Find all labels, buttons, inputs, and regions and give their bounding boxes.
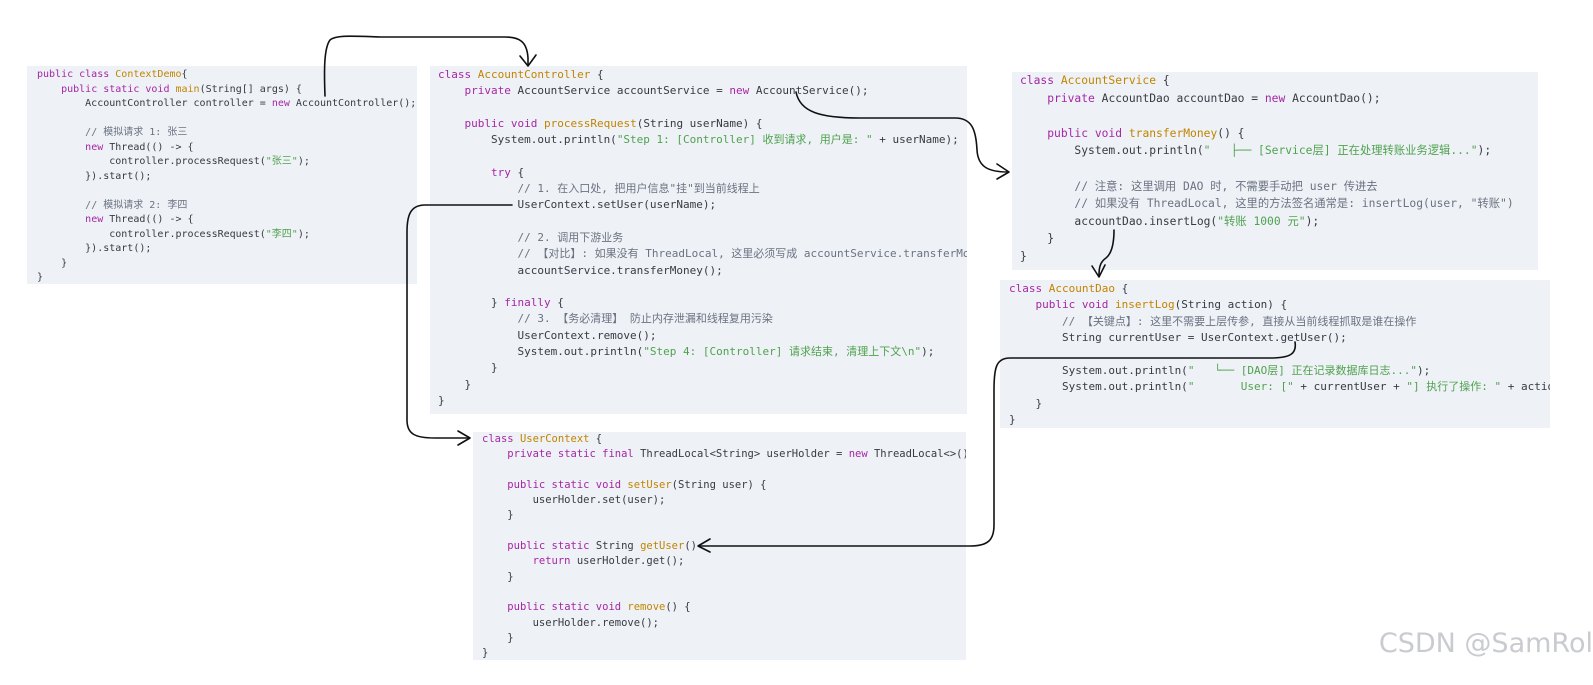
user-context-code: class UserContext { private static final…	[473, 432, 966, 660]
code-line: }	[482, 570, 514, 583]
code-line	[1009, 347, 1550, 363]
code-line	[482, 524, 966, 539]
code-line: return userHolder.get();	[532, 555, 685, 568]
code-line: new Thread(() -> {	[85, 141, 194, 153]
code-line: public void processRequest(String userNa…	[464, 116, 763, 130]
arrowhead-controller-to-service	[996, 163, 1010, 180]
arrowhead-setuser-to-usercontext	[457, 430, 471, 446]
code-line: try {	[490, 165, 525, 179]
code-line	[438, 279, 967, 295]
code-line: // 注意: 这里调用 DAO 时, 不需要手动把 user 传进去	[1074, 179, 1378, 193]
code-line: }).start();	[37, 170, 152, 182]
account-service-code: class AccountService { private AccountDa…	[1012, 72, 1538, 266]
code-line: // 2. 调用下游业务	[517, 230, 624, 244]
code-line: } finally {	[438, 296, 564, 310]
code-line	[1020, 160, 1538, 178]
code-line: String currentUser = UserContext.getUser…	[1009, 331, 1347, 345]
code-line: }	[438, 393, 445, 407]
account-dao-code: class AccountDao { public void insertLog…	[1000, 280, 1550, 428]
code-line: System.out.println(" User: [" + currentU…	[1009, 380, 1550, 394]
code-line: public static void remove() {	[507, 601, 691, 614]
code-line: // 模拟请求 2: 李四	[85, 199, 188, 211]
code-line: // 【对比】: 如果没有 ThreadLocal, 这里必须写成 accoun…	[517, 247, 967, 261]
code-line	[438, 148, 967, 164]
code-line: }	[438, 361, 498, 375]
code-line: accountDao.insertLog("转账 1000 元");	[1020, 214, 1320, 228]
code-line: public void transferMoney() {	[1047, 126, 1245, 140]
code-line: System.out.println("Step 4: [Controller]…	[438, 345, 935, 359]
code-line: private AccountDao accountDao = new Acco…	[1047, 91, 1381, 105]
code-line: accountService.transferMoney();	[438, 263, 723, 277]
code-line: private static final ThreadLocal<String>…	[507, 448, 966, 461]
code-line: // 如果没有 ThreadLocal, 这里的方法签名通常是: insertL…	[1074, 197, 1514, 211]
code-line	[482, 463, 966, 478]
context-demo-code-panel: public class ContextDemo{ public static …	[27, 66, 417, 284]
code-line: }	[1009, 396, 1043, 410]
code-line	[482, 585, 966, 600]
user-context-code-panel: class UserContext { private static final…	[473, 432, 966, 660]
code-line: // 【关键点】: 这里不需要上层传参, 直接从当前线程抓取是谁在操作	[1061, 314, 1417, 328]
account-controller-code: class AccountController { private Accoun…	[430, 66, 967, 409]
code-line: userHolder.set(user);	[482, 494, 666, 507]
context-demo-code: public class ContextDemo{ public static …	[27, 66, 417, 284]
code-line: AccountController controller = new Accou…	[37, 98, 417, 109]
code-line: // 1. 在入口处, 把用户信息"挂"到当前线程上	[517, 182, 760, 196]
code-line: controller.processRequest("李四");	[37, 228, 310, 240]
code-line: }	[37, 257, 68, 269]
code-line	[438, 214, 967, 230]
account-service-code-panel: class AccountService { private AccountDa…	[1012, 72, 1538, 270]
code-line: System.out.println(" └── [DAO层] 正在记录数据库日…	[1009, 364, 1431, 378]
code-line: }	[482, 509, 514, 522]
code-line: }	[37, 272, 44, 283]
code-line: }	[1009, 413, 1016, 427]
code-line: new Thread(() -> {	[85, 214, 194, 225]
code-line: }	[1020, 232, 1055, 246]
code-line: }	[438, 377, 472, 391]
account-dao-code-panel: class AccountDao { public void insertLog…	[1000, 280, 1550, 428]
code-line	[37, 184, 417, 199]
account-controller-code-panel: class AccountController { private Accoun…	[430, 66, 967, 414]
code-line: public void insertLog(String action) {	[1035, 298, 1288, 312]
code-line: public static String getUser()	[507, 540, 697, 553]
code-line: // 3. 【务必清理】 防止内存泄漏和线程复用污染	[517, 312, 773, 326]
arrowhead-demo-to-controller	[519, 54, 537, 67]
code-line: }	[1020, 249, 1027, 263]
code-line: UserContext.setUser(userName);	[438, 198, 717, 212]
code-line: public static void setUser(String user) …	[507, 478, 767, 491]
code-line	[438, 100, 967, 116]
code-line	[1020, 107, 1538, 125]
code-line: // 模拟请求 1: 张三	[85, 127, 188, 138]
code-line: System.out.println(" ├── [Service层] 正在处理…	[1020, 144, 1492, 158]
code-line: public class ContextDemo{	[37, 69, 188, 80]
code-line	[37, 112, 417, 127]
code-line: }).start();	[37, 243, 152, 254]
code-line: public static void main(String[] args) {	[61, 83, 302, 95]
code-line: }	[482, 631, 514, 644]
code-line: private AccountService accountService = …	[464, 84, 869, 98]
code-line: controller.processRequest("张三");	[37, 156, 310, 167]
code-line: class AccountService {	[1020, 74, 1170, 87]
code-line: class AccountDao {	[1009, 282, 1129, 295]
code-line: UserContext.remove();	[438, 328, 657, 342]
code-line: class UserContext {	[482, 433, 603, 445]
watermark: CSDN @SamRol	[1378, 628, 1593, 659]
code-line: userHolder.remove();	[482, 616, 660, 629]
code-line: System.out.println("Step 1: [Controller]…	[438, 133, 959, 147]
code-line: }	[482, 647, 489, 660]
code-line: class AccountController {	[438, 68, 604, 81]
